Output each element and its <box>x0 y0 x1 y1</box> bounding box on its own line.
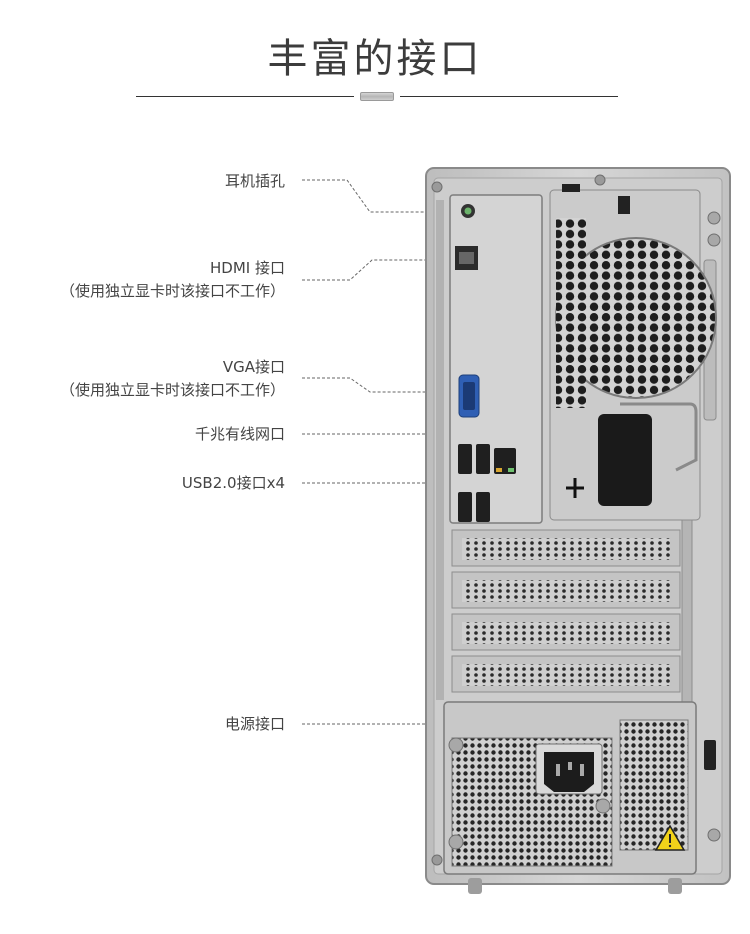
usb-port-2 <box>476 444 490 474</box>
callout-headphone: 耳机插孔 <box>225 170 285 193</box>
usb-port-1 <box>458 444 472 474</box>
callout-headphone-label: 耳机插孔 <box>224 172 285 190</box>
callout-vga-label: VGA接口 <box>222 358 285 376</box>
fan-vent <box>549 184 717 521</box>
usb-port-4 <box>476 492 490 522</box>
callout-vga: VGA接口 （使用独立显卡时该接口不工作） <box>60 356 285 402</box>
callout-vga-note: （使用独立显卡时该接口不工作） <box>59 381 285 399</box>
expansion-slots <box>451 519 693 721</box>
usb-port-3 <box>458 492 472 522</box>
expansion-cover <box>598 414 652 506</box>
callout-hdmi: HDMI 接口 （使用独立显卡时该接口不工作） <box>60 257 285 303</box>
title-divider-right <box>400 96 618 97</box>
title-divider-left <box>136 96 354 97</box>
io-shield <box>449 194 543 524</box>
callout-hdmi-label: HDMI 接口 <box>210 259 285 277</box>
callout-usb: USB2.0接口x4 <box>182 472 285 495</box>
page-title: 丰富的接口 <box>267 36 483 82</box>
power-supply <box>443 701 697 875</box>
callout-usb-label: USB2.0接口x4 <box>181 474 285 492</box>
callout-hdmi-note: （使用独立显卡时该接口不工作） <box>59 282 285 300</box>
lan-port <box>494 448 516 474</box>
callout-power: 电源接口 <box>225 713 285 736</box>
title-divider-ornament <box>360 92 394 101</box>
callout-lan-label: 千兆有线网口 <box>194 425 285 443</box>
callout-lan: 千兆有线网口 <box>195 423 285 446</box>
callout-power-label: 电源接口 <box>224 715 285 733</box>
power-socket <box>544 752 594 792</box>
